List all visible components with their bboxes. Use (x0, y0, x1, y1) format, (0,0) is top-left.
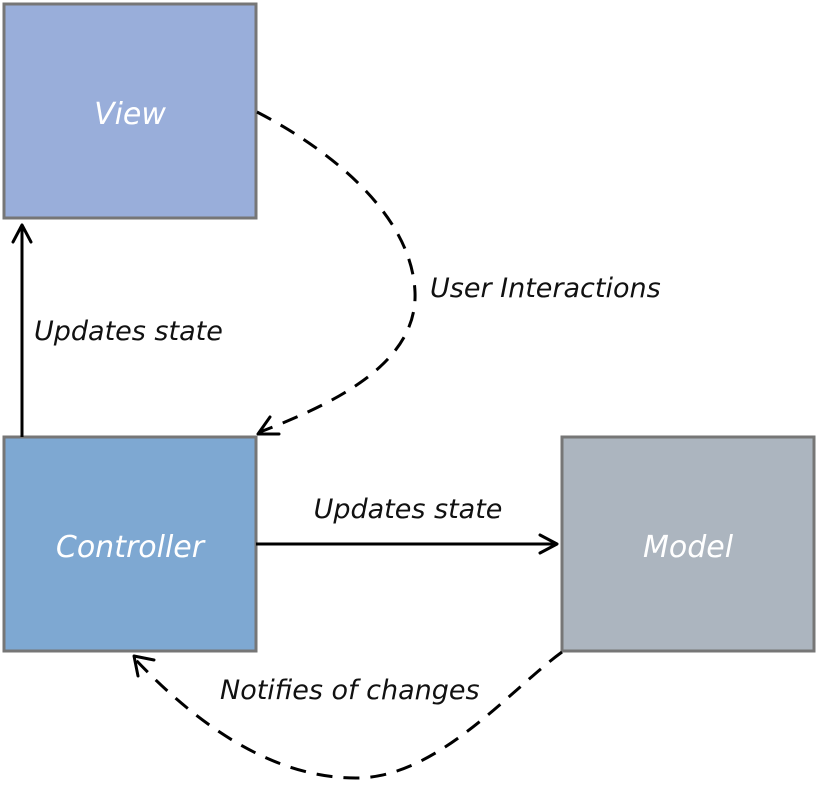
edge-model-to-controller-line (132, 650, 563, 780)
edge-controller-to-view-label: Updates state (34, 316, 223, 347)
edge-view-to-controller-line (256, 110, 417, 434)
edge-view-to-controller-label: User Interactions (430, 273, 661, 304)
controller-node[interactable]: Controller (2, 435, 258, 653)
edge-controller-to-view-arrowhead (11, 223, 33, 244)
edge-model-to-controller: Notifies of changes (132, 650, 563, 780)
edge-controller-to-model-label: Updates state (314, 494, 503, 525)
edge-view-to-controller: User Interactions (256, 110, 661, 436)
edge-controller-to-view: Updates state (11, 223, 223, 437)
edge-view-to-controller-arrowhead (256, 415, 281, 436)
edge-model-to-controller-arrowhead (132, 654, 156, 678)
model-node[interactable]: Model (560, 435, 816, 653)
edge-model-to-controller-label: Notifies of changes (220, 675, 480, 706)
edge-controller-to-model-arrowhead (538, 533, 559, 555)
controller-box (2, 435, 258, 653)
view-node[interactable]: View (2, 2, 258, 220)
view-box (2, 2, 258, 220)
view-label: View (94, 97, 166, 132)
controller-label: Controller (56, 530, 206, 565)
edge-controller-to-model: Updates state (256, 494, 559, 555)
model-box (560, 435, 816, 653)
model-label: Model (643, 530, 734, 565)
